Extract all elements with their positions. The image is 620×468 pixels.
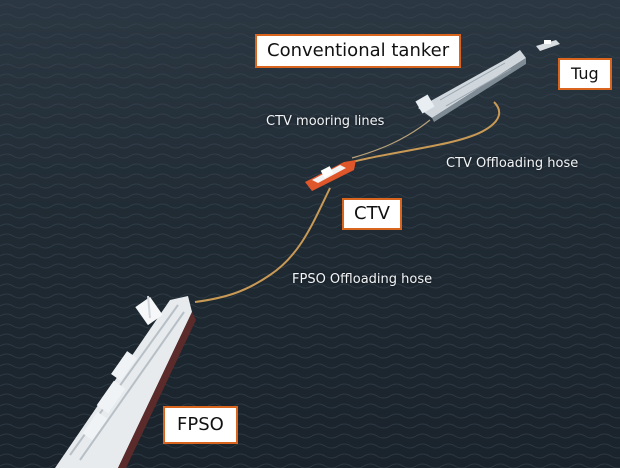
- label-fpso-offloading-hose: FPSO Offloading hose: [292, 272, 433, 287]
- label-conventional-tanker: Conventional tanker: [255, 34, 462, 68]
- ctv-mooring-line: [351, 119, 431, 159]
- fpso-ship: [55, 295, 196, 468]
- label-ctv-offloading-hose: CTV Offloading hose: [446, 156, 579, 171]
- ctv-vessel: [305, 160, 356, 191]
- ctv-offloading-hose: [351, 101, 501, 163]
- label-ctv: CTV: [342, 198, 402, 230]
- label-ctv-mooring-lines: CTV mooring lines: [266, 114, 385, 129]
- label-fpso: FPSO: [163, 406, 238, 444]
- fpso-offloading-hose: [194, 187, 331, 303]
- tug-boat: [536, 40, 560, 51]
- label-tug: Tug: [558, 58, 612, 90]
- conventional-tanker-ship: [415, 50, 526, 122]
